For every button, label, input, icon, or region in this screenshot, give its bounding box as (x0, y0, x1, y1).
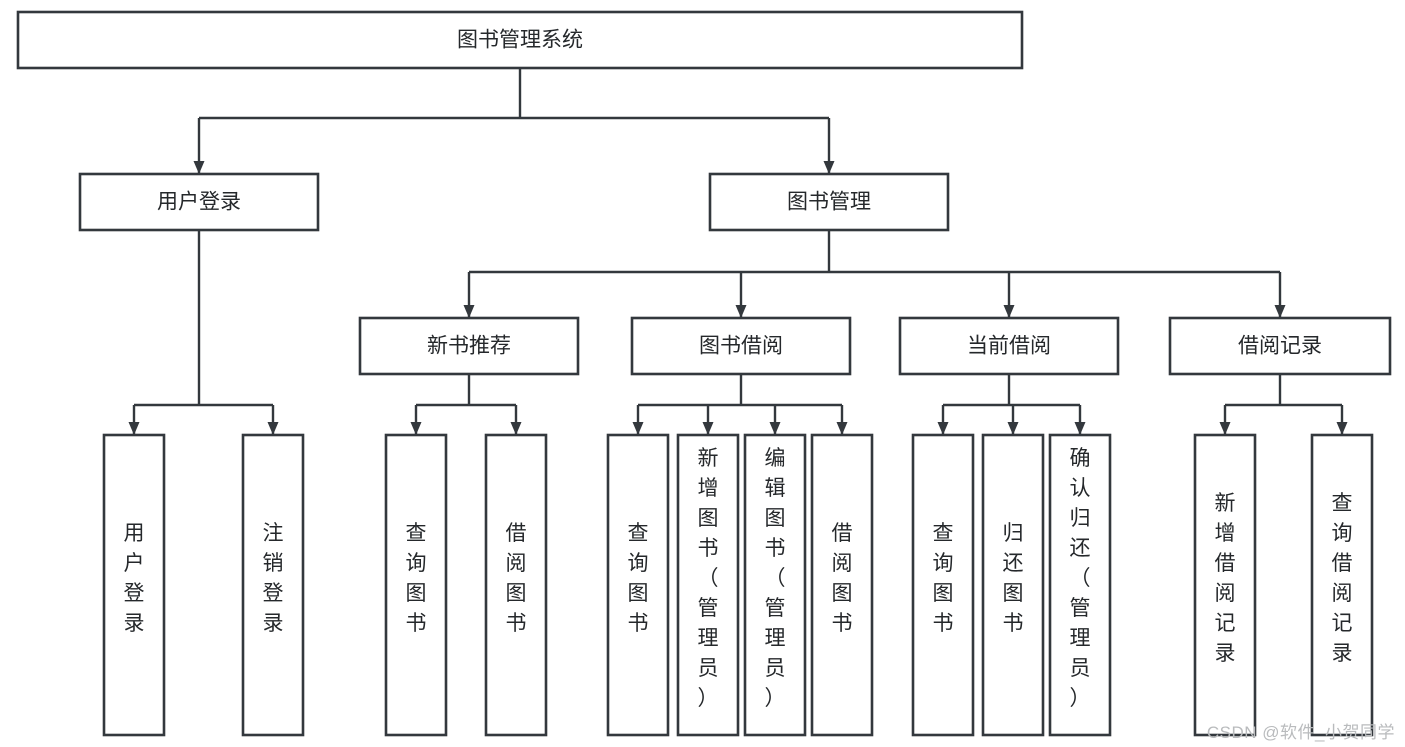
node-box-leaf-edit-book (743, 433, 807, 737)
node-box-leaf-user-login (102, 433, 166, 737)
node-label-leaf-confirm-return: 确认归还（管理员） (1070, 447, 1091, 710)
node-label-leaf-user-login: 用户登录 (124, 522, 145, 635)
arrow-head-book-borrow-1 (702, 422, 714, 435)
node-label-user-login: 用户登录 (157, 191, 241, 214)
node-box-leaf-query-book-1 (384, 433, 448, 737)
arrow-head-current-borrow-0 (937, 422, 949, 435)
node-label-leaf-edit-book: 编辑图书（管理员） (765, 447, 786, 710)
node-box-leaf-borrow-book-1 (484, 433, 548, 737)
arrow-head-new-book-recommend-0 (410, 422, 422, 435)
arrow-head-book-borrow-3 (836, 422, 848, 435)
node-box-leaf-add-record (1193, 433, 1257, 737)
node-leaf-add-record[interactable]: 新增借阅记录 (1193, 433, 1257, 737)
arrow-head-root-0 (193, 161, 205, 174)
node-leaf-borrow-book-2[interactable]: 借阅图书 (810, 433, 874, 737)
node-leaf-logout[interactable]: 注销登录 (241, 433, 305, 737)
arrow-head-book-manage-2 (1003, 305, 1015, 318)
node-leaf-edit-book[interactable]: 编辑图书（管理员） (743, 433, 807, 737)
node-box-leaf-query-book-3 (911, 433, 975, 737)
node-label-leaf-logout: 注销登录 (263, 522, 284, 635)
node-box-new-book-recommend (358, 316, 580, 376)
node-box-user-login (78, 172, 320, 232)
node-book-manage[interactable]: 图书管理 (708, 172, 950, 232)
node-label-leaf-query-book-2: 查询图书 (628, 522, 649, 635)
node-leaf-confirm-return[interactable]: 确认归还（管理员） (1048, 433, 1112, 737)
node-label-leaf-query-record: 查询借阅记录 (1332, 492, 1353, 665)
node-leaf-query-book-1[interactable]: 查询图书 (384, 433, 448, 737)
node-book-borrow[interactable]: 图书借阅 (630, 316, 852, 376)
node-label-leaf-add-record: 新增借阅记录 (1215, 492, 1236, 665)
node-label-book-manage: 图书管理 (787, 191, 871, 214)
node-box-leaf-return-book (981, 433, 1045, 737)
node-label-borrow-record: 借阅记录 (1238, 335, 1322, 358)
node-leaf-borrow-book-1[interactable]: 借阅图书 (484, 433, 548, 737)
node-label-leaf-query-book-3: 查询图书 (933, 522, 954, 635)
node-label-book-borrow: 图书借阅 (699, 335, 783, 358)
node-current-borrow[interactable]: 当前借阅 (898, 316, 1120, 376)
node-box-leaf-query-record (1310, 433, 1374, 737)
arrow-head-user-login-0 (128, 422, 140, 435)
node-leaf-add-book[interactable]: 新增图书（管理员） (676, 433, 740, 737)
arrow-head-book-manage-0 (463, 305, 475, 318)
arrow-head-root-1 (823, 161, 835, 174)
node-leaf-user-login[interactable]: 用户登录 (102, 433, 166, 737)
node-label-leaf-return-book: 归还图书 (1003, 522, 1024, 635)
node-label-leaf-query-book-1: 查询图书 (406, 522, 427, 635)
node-leaf-return-book[interactable]: 归还图书 (981, 433, 1045, 737)
node-borrow-record[interactable]: 借阅记录 (1168, 316, 1392, 376)
node-label-leaf-add-book: 新增图书（管理员） (698, 447, 719, 710)
arrow-head-book-manage-1 (735, 305, 747, 318)
node-label-root: 图书管理系统 (457, 29, 583, 52)
arrow-head-current-borrow-2 (1074, 422, 1086, 435)
node-leaf-query-record[interactable]: 查询借阅记录 (1310, 433, 1374, 737)
arrow-head-borrow-record-1 (1336, 422, 1348, 435)
node-box-current-borrow (898, 316, 1120, 376)
node-label-leaf-borrow-book-1: 借阅图书 (506, 522, 527, 635)
arrow-head-user-login-1 (267, 422, 279, 435)
node-box-leaf-logout (241, 433, 305, 737)
node-box-leaf-query-book-2 (606, 433, 670, 737)
arrow-head-new-book-recommend-1 (510, 422, 522, 435)
node-box-leaf-borrow-book-2 (810, 433, 874, 737)
arrow-head-book-borrow-0 (632, 422, 644, 435)
connector-lines (128, 68, 1348, 435)
node-box-root (16, 10, 1024, 70)
node-new-book-recommend[interactable]: 新书推荐 (358, 316, 580, 376)
node-box-book-manage (708, 172, 950, 232)
node-label-new-book-recommend: 新书推荐 (427, 335, 511, 358)
node-root[interactable]: 图书管理系统 (16, 10, 1024, 70)
node-box-leaf-add-book (676, 433, 740, 737)
node-label-current-borrow: 当前借阅 (967, 335, 1051, 358)
arrow-head-borrow-record-0 (1219, 422, 1231, 435)
node-box-book-borrow (630, 316, 852, 376)
node-leaf-query-book-3[interactable]: 查询图书 (911, 433, 975, 737)
node-label-leaf-borrow-book-2: 借阅图书 (832, 522, 853, 635)
node-box-leaf-confirm-return (1048, 433, 1112, 737)
arrow-head-book-manage-3 (1274, 305, 1286, 318)
node-boxes: 图书管理系统用户登录图书管理新书推荐图书借阅当前借阅借阅记录用户登录注销登录查询… (16, 10, 1392, 737)
node-box-borrow-record (1168, 316, 1392, 376)
arrow-head-current-borrow-1 (1007, 422, 1019, 435)
arrow-head-book-borrow-2 (769, 422, 781, 435)
node-user-login[interactable]: 用户登录 (78, 172, 320, 232)
node-leaf-query-book-2[interactable]: 查询图书 (606, 433, 670, 737)
